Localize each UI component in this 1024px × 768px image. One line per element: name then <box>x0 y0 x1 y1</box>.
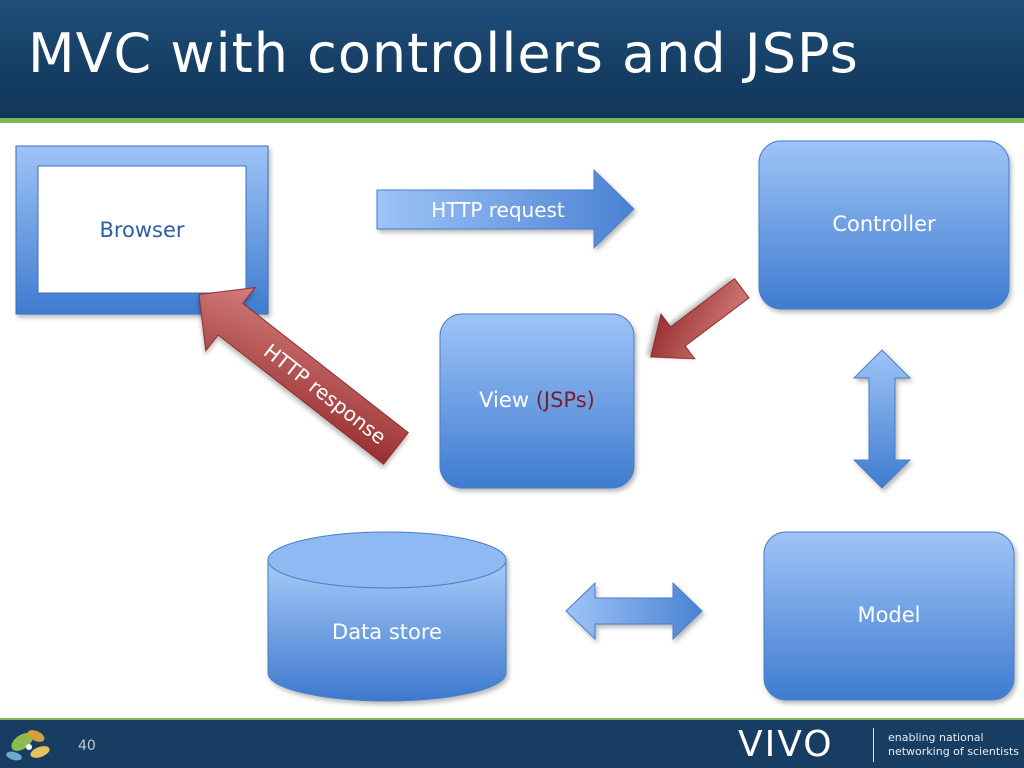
data-store-label: Data store <box>332 620 442 644</box>
leaf-logo-icon <box>6 730 50 761</box>
data-store-node <box>267 531 507 702</box>
tagline: enabling national networking of scientis… <box>888 731 1019 759</box>
title-bar-divider <box>0 118 1024 123</box>
tagline-line-2: networking of scientists <box>888 745 1019 758</box>
view-node <box>439 313 635 489</box>
http-request-arrow <box>376 168 635 250</box>
page-number: 40 <box>78 738 96 754</box>
slide-title: MVC with controllers and JSPs <box>28 22 859 85</box>
footer-bar <box>0 720 1024 768</box>
browser-label: Browser <box>99 218 185 242</box>
controller-node <box>758 140 1010 310</box>
browser-node <box>15 145 269 315</box>
logo-divider <box>873 728 874 762</box>
footer-divider <box>0 718 1024 720</box>
controller-to-view-arrow <box>650 278 750 360</box>
view-label-jsps: (JSPs) <box>535 388 595 412</box>
vivo-logo: VIVO <box>738 724 834 765</box>
http-response-arrow <box>198 286 409 465</box>
http-request-label: HTTP request <box>431 198 565 222</box>
view-label: View (JSPs) <box>440 388 634 412</box>
datastore-model-arrow <box>565 581 703 641</box>
title-bar <box>0 0 1024 118</box>
view-label-text: View <box>479 388 529 412</box>
model-node <box>763 531 1015 701</box>
model-label: Model <box>857 603 921 627</box>
controller-model-arrow <box>852 349 912 489</box>
controller-label: Controller <box>832 212 936 236</box>
tagline-line-1: enabling national <box>888 731 984 744</box>
